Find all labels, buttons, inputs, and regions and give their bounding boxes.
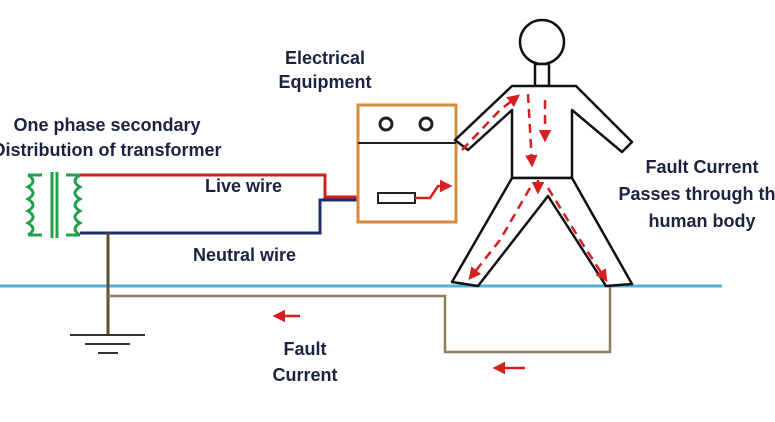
transformer-label-line2: Distribution of transformer	[0, 140, 222, 160]
fault-body-label-line1: Fault Current	[645, 157, 758, 177]
earth-return-path	[108, 286, 612, 354]
transformer-coils-icon	[25, 172, 83, 238]
fault-arrows-body	[461, 93, 608, 283]
fault-ground-label-line2: Current	[272, 365, 337, 385]
socket-hole-left-icon	[378, 116, 394, 132]
fault-body-label-line3: human body	[649, 211, 756, 231]
fuse-element	[377, 192, 416, 204]
equipment-box	[356, 103, 458, 224]
human-figure	[450, 18, 634, 288]
earth-ground-icon	[70, 334, 145, 354]
neutral-wire-line	[80, 198, 378, 235]
equipment-label-line2: Equipment	[279, 72, 372, 92]
fault-arrow-equipment	[415, 179, 453, 200]
socket-hole-right-icon	[418, 116, 434, 132]
neutral-wire-label: Neutral wire	[193, 245, 296, 265]
equipment-label-line1: Electrical	[285, 48, 365, 68]
fault-ground-label-line1: Fault	[284, 339, 327, 359]
fault-body-label-line2: Passes through the	[618, 184, 775, 204]
live-wire-line	[80, 173, 378, 199]
transformer-label-line1: One phase secondary	[13, 115, 200, 135]
live-wire-label: Live wire	[205, 176, 282, 196]
